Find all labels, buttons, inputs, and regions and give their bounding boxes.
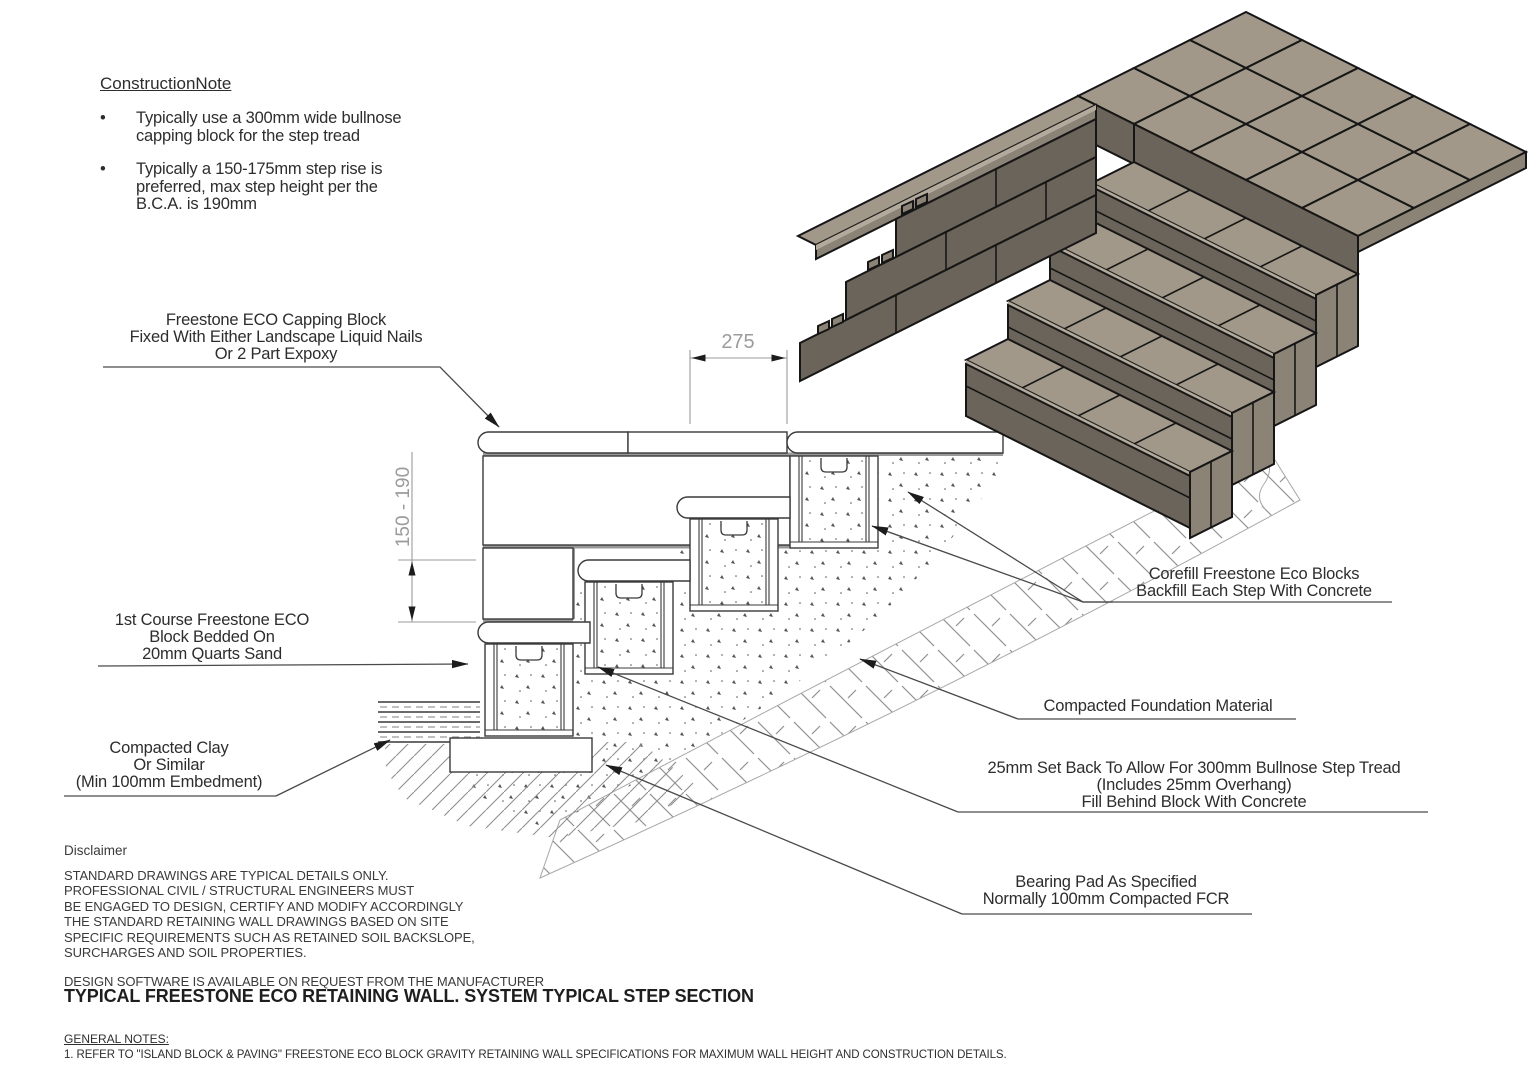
disclaimer-block: Disclaimer STANDARD DRAWINGS ARE TYPICAL… (64, 843, 584, 989)
sheet-title: TYPICAL FREESTONE ECO RETAINING WALL. SY… (64, 986, 754, 1006)
label-capping-block: Freestone ECO Capping Block Fixed With E… (95, 312, 457, 363)
label-line: (Includes 25mm Overhang) (1096, 776, 1292, 794)
isometric-step-render (795, 10, 1529, 540)
construction-note-bullet-1: • Typically use a 300mm wide bullnose ca… (100, 109, 480, 145)
construction-note-bullet-2: • Typically a 150-175mm step rise is pre… (100, 160, 480, 214)
disclaimer-line: BE ENGAGED TO DESIGN, CERTIFY AND MODIFY… (64, 898, 464, 914)
dimension-step-rise (398, 452, 476, 623)
corefill-block-4 (484, 643, 574, 737)
disclaimer-line: SURCHARGES AND SOIL PROPERTIES. (64, 945, 307, 961)
label-line: 20mm Quarts Sand (142, 645, 282, 663)
disclaimer-footer: DESIGN SOFTWARE IS AVAILABLE ON REQUEST … (64, 974, 545, 990)
step-section-drawing (64, 350, 1428, 915)
label-line: Fill Behind Block With Concrete (1081, 793, 1307, 811)
label-line: Bearing Pad As Specified (1015, 873, 1197, 891)
disclaimer-line: THE STANDARD RETAINING WALL DRAWINGS BAS… (64, 914, 449, 930)
corefill-block-1 (789, 455, 879, 549)
general-notes: GENERAL NOTES: 1. REFER TO "ISLAND BLOCK… (64, 1032, 1007, 1061)
bullet-2-line-2: preferred, max step height per the (136, 177, 378, 196)
label-line: Or 2 Part Expoxy (214, 345, 338, 363)
disclaimer-line: PROFESSIONAL CIVIL / STRUCTURAL ENGINEER… (64, 883, 415, 899)
bullet-glyph: • (100, 109, 106, 127)
wall-block-course2 (482, 547, 574, 620)
label-line: Fixed With Either Landscape Liquid Nails (129, 328, 423, 346)
label-line: (Min 100mm Embedment) (75, 773, 263, 791)
ground-hatch (385, 742, 702, 838)
capping-blocks (477, 431, 1004, 644)
iso-corner-wall (795, 94, 1099, 383)
label-first-course: 1st Course Freestone ECO Block Bedded On… (88, 612, 336, 663)
label-corefill: Corefill Freestone Eco Blocks Backfill E… (1108, 566, 1400, 600)
bullet-2-line-3: B.C.A. is 190mm (136, 195, 257, 213)
corefill-block-2 (689, 518, 779, 612)
construction-note-title: ConstructionNote (100, 74, 232, 93)
label-line: Block Bedded On (149, 628, 275, 646)
label-line: Freestone ECO Capping Block (165, 311, 387, 329)
bullet-2-line-1: Typically a 150-175mm step rise is (136, 160, 383, 178)
label-line: 1st Course Freestone ECO (114, 611, 310, 629)
label-foundation-material: Compacted Foundation Material (1012, 698, 1304, 715)
leader-clay (275, 739, 391, 797)
leader-lines (64, 366, 1428, 915)
dimension-text-275: 275 (721, 331, 755, 353)
disclaimer-line: STANDARD DRAWINGS ARE TYPICAL DETAILS ON… (64, 868, 389, 883)
disclaimer-title: Disclaimer (64, 843, 128, 858)
label-bearing-pad: Bearing Pad As Specified Normally 100mm … (955, 874, 1257, 908)
label-line: Or Similar (133, 756, 205, 774)
label-line: 25mm Set Back To Allow For 300mm Bullnos… (987, 759, 1401, 777)
bearing-pad (449, 737, 593, 773)
foundation-band (539, 451, 1301, 879)
clay-strata (378, 700, 482, 744)
bullet-1-line-2: capping block for the step tread (136, 126, 360, 145)
label-line: Corefill Freestone Eco Blocks (1148, 565, 1360, 583)
dimension-tread-depth (689, 350, 788, 424)
iso-wall-lugs (817, 192, 928, 336)
label-compacted-clay: Compacted Clay Or Similar (Min 100mm Emb… (56, 740, 282, 791)
leader-capping (103, 366, 500, 428)
bullet-glyph: • (100, 160, 106, 178)
leader-foundation (859, 658, 1019, 720)
general-notes-item: 1. REFER TO "ISLAND BLOCK & PAVING" FREE… (64, 1049, 1007, 1061)
iso-steps (963, 160, 1361, 540)
label-line: Compacted Foundation Material (1043, 697, 1273, 715)
label-line: Backfill Each Step With Concrete (1136, 582, 1372, 600)
bullet-1-line-1: Typically use a 300mm wide bullnose (136, 109, 402, 127)
leader-corefill-2 (871, 525, 1113, 603)
label-line: Normally 100mm Compacted FCR (982, 890, 1230, 908)
construction-note: ConstructionNote • Typically use a 300mm… (100, 74, 480, 228)
leader-first-course (97, 659, 469, 669)
corefill-block-3 (584, 581, 674, 675)
label-line: Compacted Clay (109, 739, 229, 757)
disclaimer-line: SPECIFIC REQUIREMENTS SUCH AS RETAINED S… (64, 929, 475, 945)
general-notes-title: GENERAL NOTES: (64, 1032, 169, 1046)
label-setback: 25mm Set Back To Allow For 300mm Bullnos… (952, 760, 1436, 811)
leader-bearing (605, 764, 963, 915)
dimension-text-step-rise: 150 - 190 (393, 466, 414, 548)
iso-paver-field (1075, 10, 1529, 254)
leader-setback (597, 666, 959, 813)
